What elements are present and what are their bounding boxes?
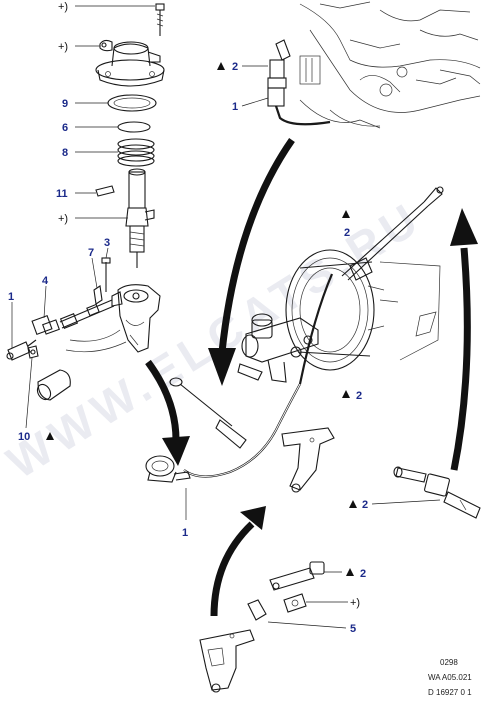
clip-7 bbox=[93, 285, 103, 305]
pushrod-piston bbox=[125, 168, 155, 268]
arrow-right-up bbox=[450, 247, 471, 471]
warning-triangle-booster-icon bbox=[342, 210, 350, 218]
clutch-cable-main bbox=[183, 273, 334, 478]
quick-connector-1 bbox=[6, 339, 37, 361]
warning-triangle-right-icon bbox=[349, 500, 357, 508]
cylinder-body-left bbox=[111, 284, 161, 353]
callout-1-bottom: 1 bbox=[182, 527, 188, 539]
bleed-nipple-10 bbox=[27, 345, 39, 359]
callout-plus-3: +) bbox=[58, 213, 68, 225]
callout-3: 3 bbox=[104, 237, 110, 249]
arrow-left-down bbox=[145, 359, 180, 441]
seal-6 bbox=[117, 121, 151, 133]
bolt-3 bbox=[101, 257, 111, 292]
arrow-bottom-up bbox=[210, 521, 255, 617]
spring-8 bbox=[117, 138, 155, 167]
arrow-top-center bbox=[218, 137, 295, 353]
dust-cap bbox=[36, 369, 71, 401]
callout-plus-4: +) bbox=[350, 597, 360, 609]
hose-fitting-top bbox=[267, 39, 331, 126]
callout-7: 7 bbox=[88, 247, 94, 259]
bottom-cable-fitting bbox=[247, 561, 325, 621]
release-bearing-end bbox=[145, 455, 191, 483]
callout-9: 9 bbox=[62, 98, 68, 110]
bracket-cable bbox=[281, 427, 335, 493]
dip-rod bbox=[169, 377, 247, 449]
pin-11 bbox=[95, 185, 115, 197]
reference-code-2: WA A05.021 bbox=[428, 673, 472, 682]
o-ring-9 bbox=[107, 94, 157, 112]
reference-code-1: 0298 bbox=[440, 658, 458, 667]
connector-4 bbox=[31, 314, 60, 336]
watermark: WWW.ELCATS.RU bbox=[0, 191, 431, 489]
warning-triangle-top-icon bbox=[217, 62, 225, 70]
engine-bay-inset bbox=[299, 1, 481, 129]
callout-5: 5 bbox=[350, 623, 356, 635]
direction-arrows bbox=[145, 137, 478, 617]
callout-2-bottom: 2 bbox=[360, 568, 366, 580]
warning-triangle-cylinder-icon bbox=[342, 390, 350, 398]
warning-triangle-left-icon bbox=[46, 432, 54, 440]
callout-8: 8 bbox=[62, 147, 68, 159]
callout-11: 11 bbox=[56, 188, 68, 200]
firewall-panel bbox=[379, 261, 441, 361]
bleed-bolt bbox=[155, 3, 165, 36]
callout-plus-2: +) bbox=[58, 41, 68, 53]
callout-2-top: 2 bbox=[232, 61, 238, 73]
cable-end-fitting-right bbox=[393, 466, 481, 519]
callout-2-cylinder: 2 bbox=[356, 390, 362, 402]
callout-plus-1: +) bbox=[58, 1, 68, 13]
master-cylinder bbox=[237, 313, 319, 383]
warning-triangle-bottom-icon bbox=[346, 568, 354, 576]
callout-4: 4 bbox=[42, 275, 49, 287]
hose-line-left bbox=[59, 299, 127, 353]
bottom-bracket bbox=[199, 629, 255, 693]
reference-code-3: D 16927 0 1 bbox=[428, 688, 472, 697]
callout-1-left: 1 bbox=[8, 291, 14, 303]
slave-cylinder-housing bbox=[95, 39, 165, 87]
callout-2-right: 2 bbox=[362, 499, 368, 511]
callout-6: 6 bbox=[62, 122, 68, 134]
callout-1-top: 1 bbox=[232, 101, 238, 113]
pushrod-to-pedal bbox=[341, 186, 444, 281]
brake-booster bbox=[285, 249, 385, 371]
callout-10: 10 bbox=[18, 431, 30, 443]
callout-2-reservoir: 2 bbox=[344, 227, 350, 239]
